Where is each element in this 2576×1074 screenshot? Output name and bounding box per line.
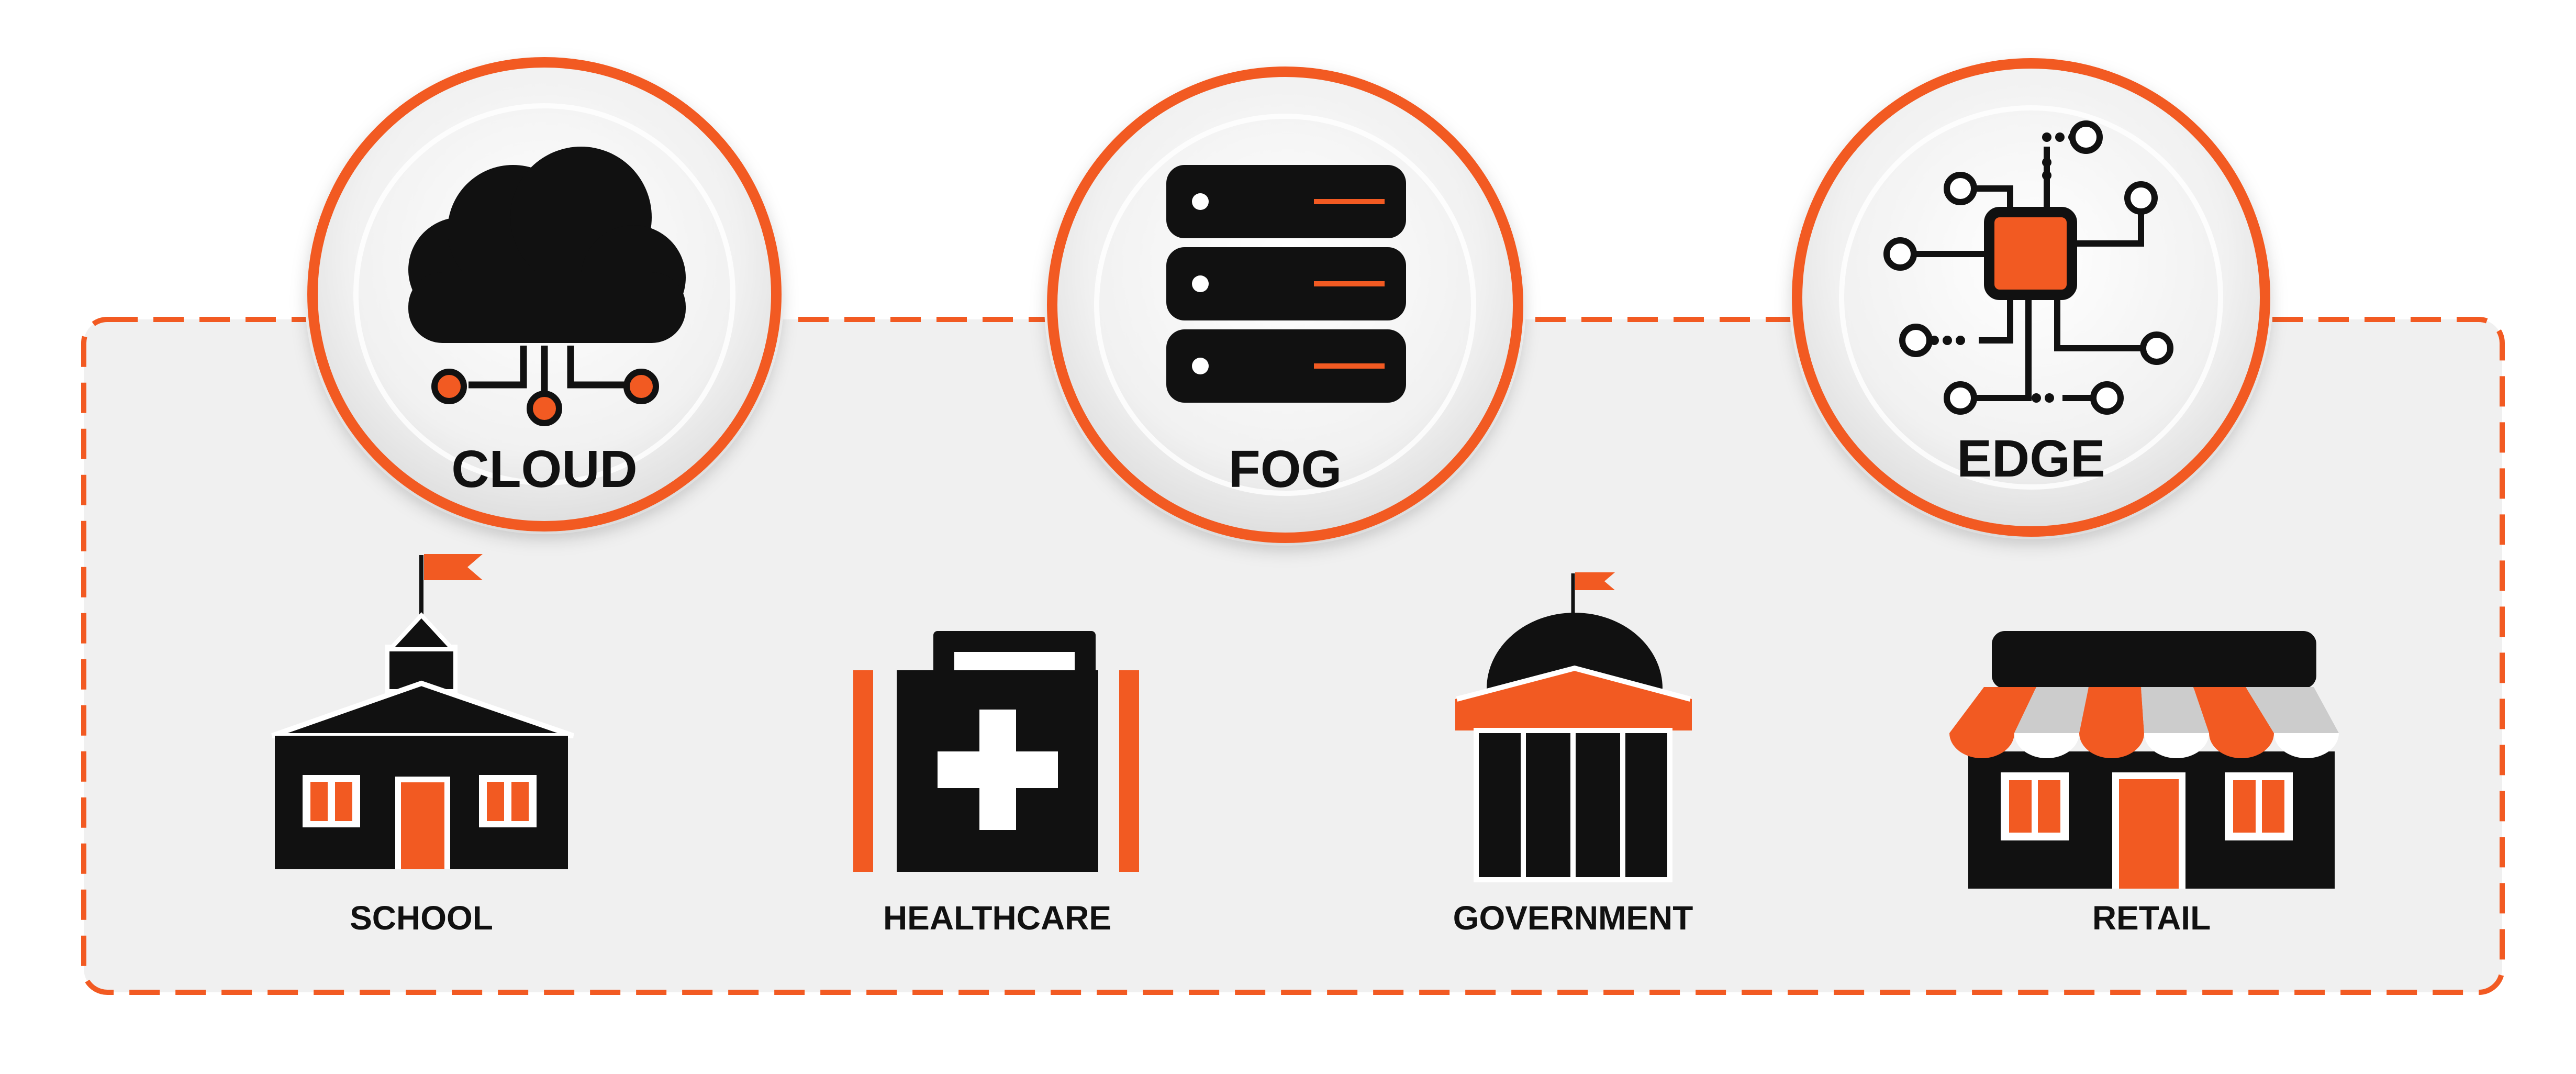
sector-label-retail: RETAIL — [2092, 899, 2211, 937]
sector-label-government: GOVERNMENT — [1453, 899, 1693, 937]
tier-label-cloud: CLOUD — [451, 440, 638, 499]
sector-label-school: SCHOOL — [350, 899, 493, 937]
tier-fog: FOG — [1044, 64, 1526, 546]
medical-kit-icon — [853, 631, 1139, 872]
server-stack-icon — [1166, 165, 1406, 403]
chip-circuit-icon — [1883, 120, 2173, 415]
tier-label-fog: FOG — [1229, 440, 1342, 499]
sector-retail: RETAIL — [1949, 631, 2339, 937]
tier-label-edge: EDGE — [1957, 429, 2105, 488]
sector-healthcare: HEALTHCARE — [853, 631, 1139, 937]
tier-cloud: CLOUD — [305, 54, 784, 534]
school-building-icon — [271, 554, 574, 869]
capitol-building-icon — [1455, 572, 1692, 882]
sector-government: GOVERNMENT — [1453, 572, 1693, 937]
sector-label-healthcare: HEALTHCARE — [883, 899, 1111, 937]
storefront-icon — [1949, 631, 2339, 889]
sector-school: SCHOOL — [271, 554, 574, 937]
tier-edge: EDGE — [1789, 56, 2273, 539]
cloud-network-icon — [408, 147, 686, 426]
